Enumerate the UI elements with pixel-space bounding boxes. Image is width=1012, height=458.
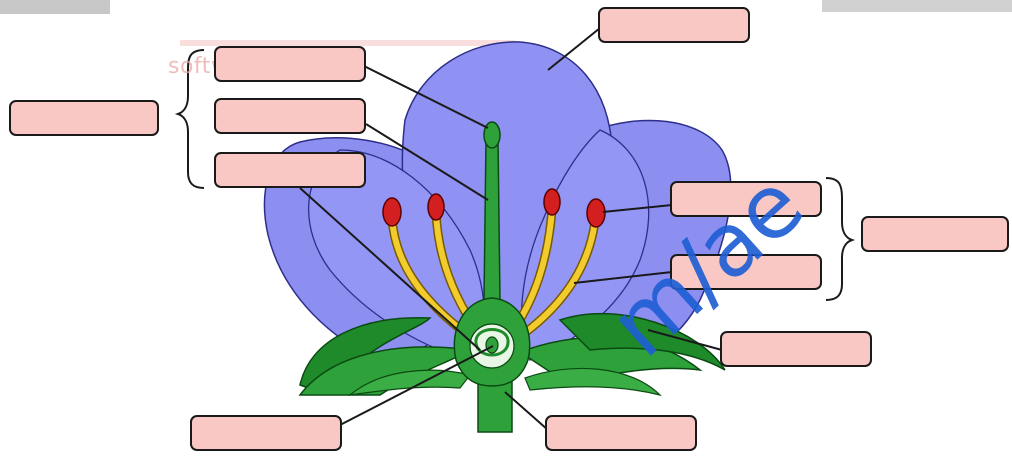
anther-1 [383, 198, 401, 226]
label-box-receptacle[interactable] [545, 415, 697, 451]
label-box-sepal[interactable] [720, 331, 872, 367]
label-box-stamen-group[interactable] [861, 216, 1009, 252]
label-box-ovule[interactable] [190, 415, 342, 451]
right-bracket [826, 178, 852, 300]
stigma [484, 122, 500, 148]
header-smudge-right [822, 0, 1012, 12]
anther-3 [544, 189, 560, 215]
anther-4 [587, 199, 605, 227]
label-box-stigma[interactable] [214, 46, 366, 82]
pistil-style [484, 140, 500, 300]
label-box-pistil-group[interactable] [9, 100, 159, 136]
label-box-petal[interactable] [598, 7, 750, 43]
sepal-under-right [525, 368, 660, 395]
header-smudge-left [0, 0, 110, 14]
ovule [486, 337, 498, 353]
label-box-ovary[interactable] [214, 152, 366, 188]
label-box-style[interactable] [214, 98, 366, 134]
anther-2 [428, 194, 444, 220]
